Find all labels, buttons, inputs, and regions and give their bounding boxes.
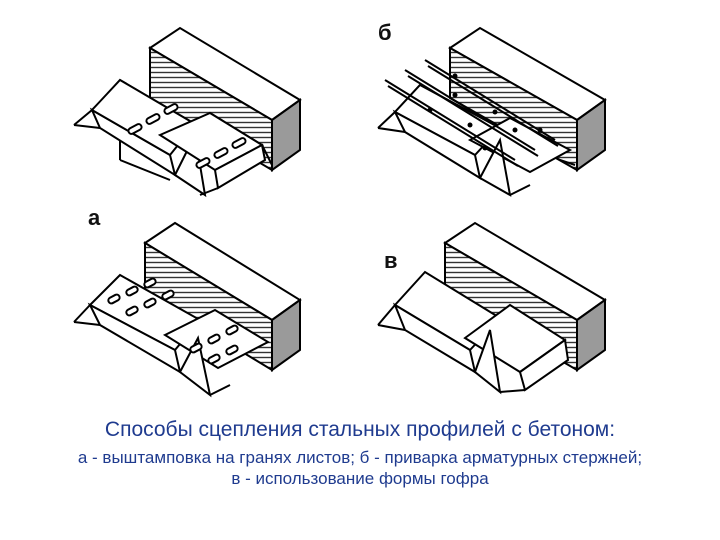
panel-a2-stamping <box>73 221 302 398</box>
stamp-embossments <box>107 277 239 365</box>
caption-title: Способы сцепления стальных профилей с бе… <box>104 418 616 441</box>
sheet-rib-2 <box>178 335 212 398</box>
sheet-rib-2 <box>478 136 512 197</box>
reinforcement-rods <box>384 59 559 167</box>
sheet-web-2 <box>213 143 267 190</box>
panel-a-stamping <box>73 26 302 198</box>
sheet-web-2 <box>518 338 570 392</box>
label-b: б <box>378 20 392 45</box>
panel-b-welded-rods <box>377 26 607 197</box>
panel-v-corrugation <box>377 221 607 395</box>
weld-points <box>427 73 543 151</box>
label-a: а <box>88 205 101 230</box>
stamp-embossments <box>127 103 247 169</box>
caption-line-1: а - выштамповка на гранях листов; б - пр… <box>77 448 643 467</box>
label-v: в <box>384 248 398 273</box>
sheet-rib-2 <box>473 329 502 395</box>
caption-line-2: в - использование формы гофра <box>231 469 489 488</box>
caption-legend: а - выштамповка на гранях листов; б - пр… <box>0 447 720 489</box>
